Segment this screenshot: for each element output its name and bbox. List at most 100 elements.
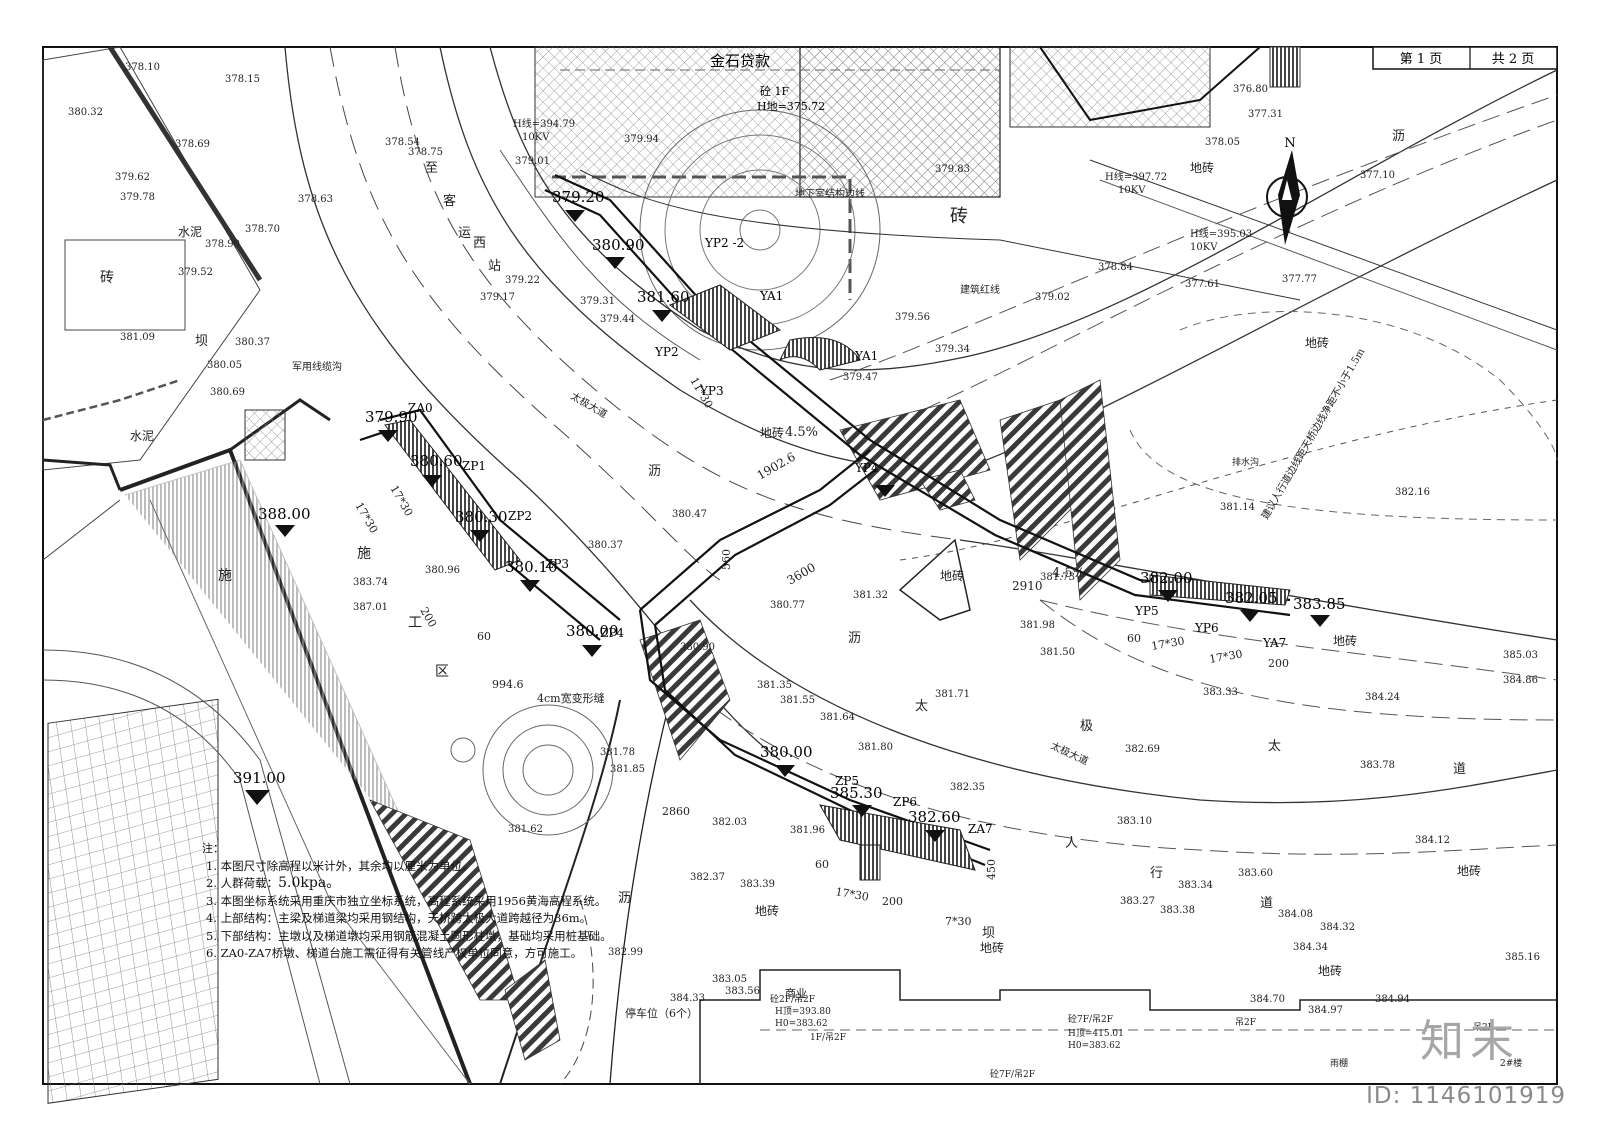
building-floor: 砼 1F xyxy=(760,85,789,98)
map-annotation: 384.34 xyxy=(1293,942,1328,953)
map-annotation: 381.62 xyxy=(508,824,543,835)
map-annotation: 17*30 xyxy=(387,483,415,519)
map-annotation: 381.98 xyxy=(1020,620,1055,631)
note-span-value: 36m。 xyxy=(554,911,592,925)
map-annotation: 太极大道 xyxy=(569,389,610,420)
map-annotation: 地砖 xyxy=(1318,963,1342,978)
map-annotation: 坝 xyxy=(195,334,208,349)
map-annotation: 地砖 xyxy=(940,568,964,583)
map-annotation: 380.32 xyxy=(68,107,103,118)
map-annotation: 17*30 xyxy=(1208,647,1243,666)
map-annotation: 382.99 xyxy=(608,947,643,958)
map-annotation: 太极大道 xyxy=(1049,739,1091,768)
map-annotation: 施 xyxy=(218,568,232,584)
map-annotation: 380.90 xyxy=(680,642,715,653)
page-number: 第 1 页 xyxy=(1400,52,1443,67)
map-annotation: 7*30 xyxy=(945,915,972,928)
map-annotation: 2910 xyxy=(1012,579,1043,593)
map-annotation: 382.16 xyxy=(1395,487,1430,498)
map-annotation: 383.56 xyxy=(725,986,760,997)
map-annotation: 10KV xyxy=(522,132,550,143)
note-6: 6. ZA0-ZA7桥墩、梯道台施工需征得有关管线产权单位同意，方可施工。 xyxy=(206,946,583,960)
map-annotation: 387.01 xyxy=(353,602,388,613)
map-annotation: 道 xyxy=(1453,762,1466,777)
map-annotation: 60 xyxy=(815,858,829,871)
map-annotation: 吊2F xyxy=(1235,1017,1256,1028)
pier-labels: YP2 -2 YA1 YA1 YP2 YP3 YP4 YP5 YP6 YA7 Z… xyxy=(408,236,1286,836)
map-annotation: 砼7F/吊2F xyxy=(990,1068,1035,1080)
map-annotation: 380.77 xyxy=(770,600,805,611)
map-annotation: 382.69 xyxy=(1125,744,1160,755)
map-annotation: 378.90 xyxy=(205,239,240,250)
map-annotation: ZP1 xyxy=(462,459,486,473)
map-annotation: YA1 xyxy=(759,289,783,303)
map-annotation: 384.24 xyxy=(1365,692,1400,703)
map-annotation: 379.83 xyxy=(935,164,970,175)
map-annotation: 17*30 xyxy=(834,885,869,904)
map-annotation: 商业 xyxy=(785,986,807,1000)
notes-title: 注： xyxy=(202,842,224,855)
map-annotation: ZP2 xyxy=(508,509,532,523)
map-annotation: 384.94 xyxy=(1375,994,1410,1005)
map-annotation: 383.39 xyxy=(740,879,775,890)
map-annotation: 200 xyxy=(882,895,903,908)
map-annotation: 停车位（6个） xyxy=(625,1006,698,1020)
map-annotation: ZP3 xyxy=(545,557,569,571)
note-2: 2. 人群荷载：5.0kpa。 xyxy=(206,875,341,891)
map-annotation: 382.60 xyxy=(908,808,961,826)
map-annotation: 4.5% xyxy=(785,425,818,440)
map-annotation: 379.47 xyxy=(843,372,878,383)
map-annotation: 381.09 xyxy=(120,332,155,343)
map-annotation: 378.54 xyxy=(385,137,420,148)
map-annotation: 384.97 xyxy=(1308,1005,1343,1016)
map-annotation: 379.20 xyxy=(552,188,605,206)
map-annotation: 379.94 xyxy=(624,134,659,145)
map-annotation: 380.00 xyxy=(760,743,813,761)
map-annotation: H0=383.62 xyxy=(775,1019,828,1029)
map-annotation: 378.05 xyxy=(1205,137,1240,148)
map-annotation: 地砖 xyxy=(980,940,1004,955)
pedestrian-bridge xyxy=(359,173,1291,867)
map-annotation: 客 xyxy=(443,193,456,209)
map-annotation: 377.31 xyxy=(1248,109,1283,120)
map-annotation: 379.01 xyxy=(515,156,550,167)
traffic-island xyxy=(898,538,971,621)
title-block: 第 1 页 共 2 页 xyxy=(1372,46,1558,70)
map-annotation: 385.16 xyxy=(1505,952,1540,963)
map-annotation: 379.90 xyxy=(365,408,418,426)
map-annotation: 382.03 xyxy=(712,817,747,828)
construction-zone xyxy=(119,398,472,1085)
marker-group xyxy=(245,210,1330,842)
map-annotation: 380.37 xyxy=(588,540,623,551)
map-annotation: YA1 xyxy=(854,349,878,363)
map-annotation: 379.62 xyxy=(115,172,150,183)
map-annotation: 381.64 xyxy=(820,712,855,723)
map-annotation: 地砖 xyxy=(1457,863,1481,878)
map-annotation: 60 xyxy=(477,630,491,643)
map-annotation: 沥 xyxy=(618,891,631,906)
map-annotation: 建筑红线 xyxy=(960,283,1000,296)
map-annotation: YP6 xyxy=(1194,621,1219,635)
map-annotation: 383.85 xyxy=(1293,595,1346,613)
map-annotation: 380.37 xyxy=(235,337,270,348)
map-annotation: 17*30 xyxy=(352,500,380,536)
map-annotation: 391.00 xyxy=(233,769,286,787)
map-annotation: 379.31 xyxy=(580,296,615,307)
map-annotation: 380.00 xyxy=(566,622,619,640)
map-annotation: 377.61 xyxy=(1185,279,1220,290)
map-annotation: 雨棚 xyxy=(1330,1057,1348,1069)
map-annotation: 砼7F/吊2F xyxy=(1068,1013,1113,1025)
map-annotation: 383.10 xyxy=(1117,816,1152,827)
map-annotation: 382.35 xyxy=(950,782,985,793)
map-annotation: 380.96 xyxy=(425,565,460,576)
map-annotation: 381.96 xyxy=(790,825,825,836)
map-annotation: YP3 xyxy=(699,384,724,398)
map-annotation: 排水沟 xyxy=(1232,456,1259,468)
left-structures xyxy=(42,45,351,1104)
map-annotation: 行 xyxy=(1150,866,1163,881)
page-total: 共 2 页 xyxy=(1492,52,1535,67)
map-annotation: 382.05 xyxy=(1225,589,1278,607)
map-annotation: 383.33 xyxy=(1203,687,1238,698)
map-annotation: ZA7 xyxy=(968,822,993,836)
map-annotation: 沥 xyxy=(648,464,661,479)
